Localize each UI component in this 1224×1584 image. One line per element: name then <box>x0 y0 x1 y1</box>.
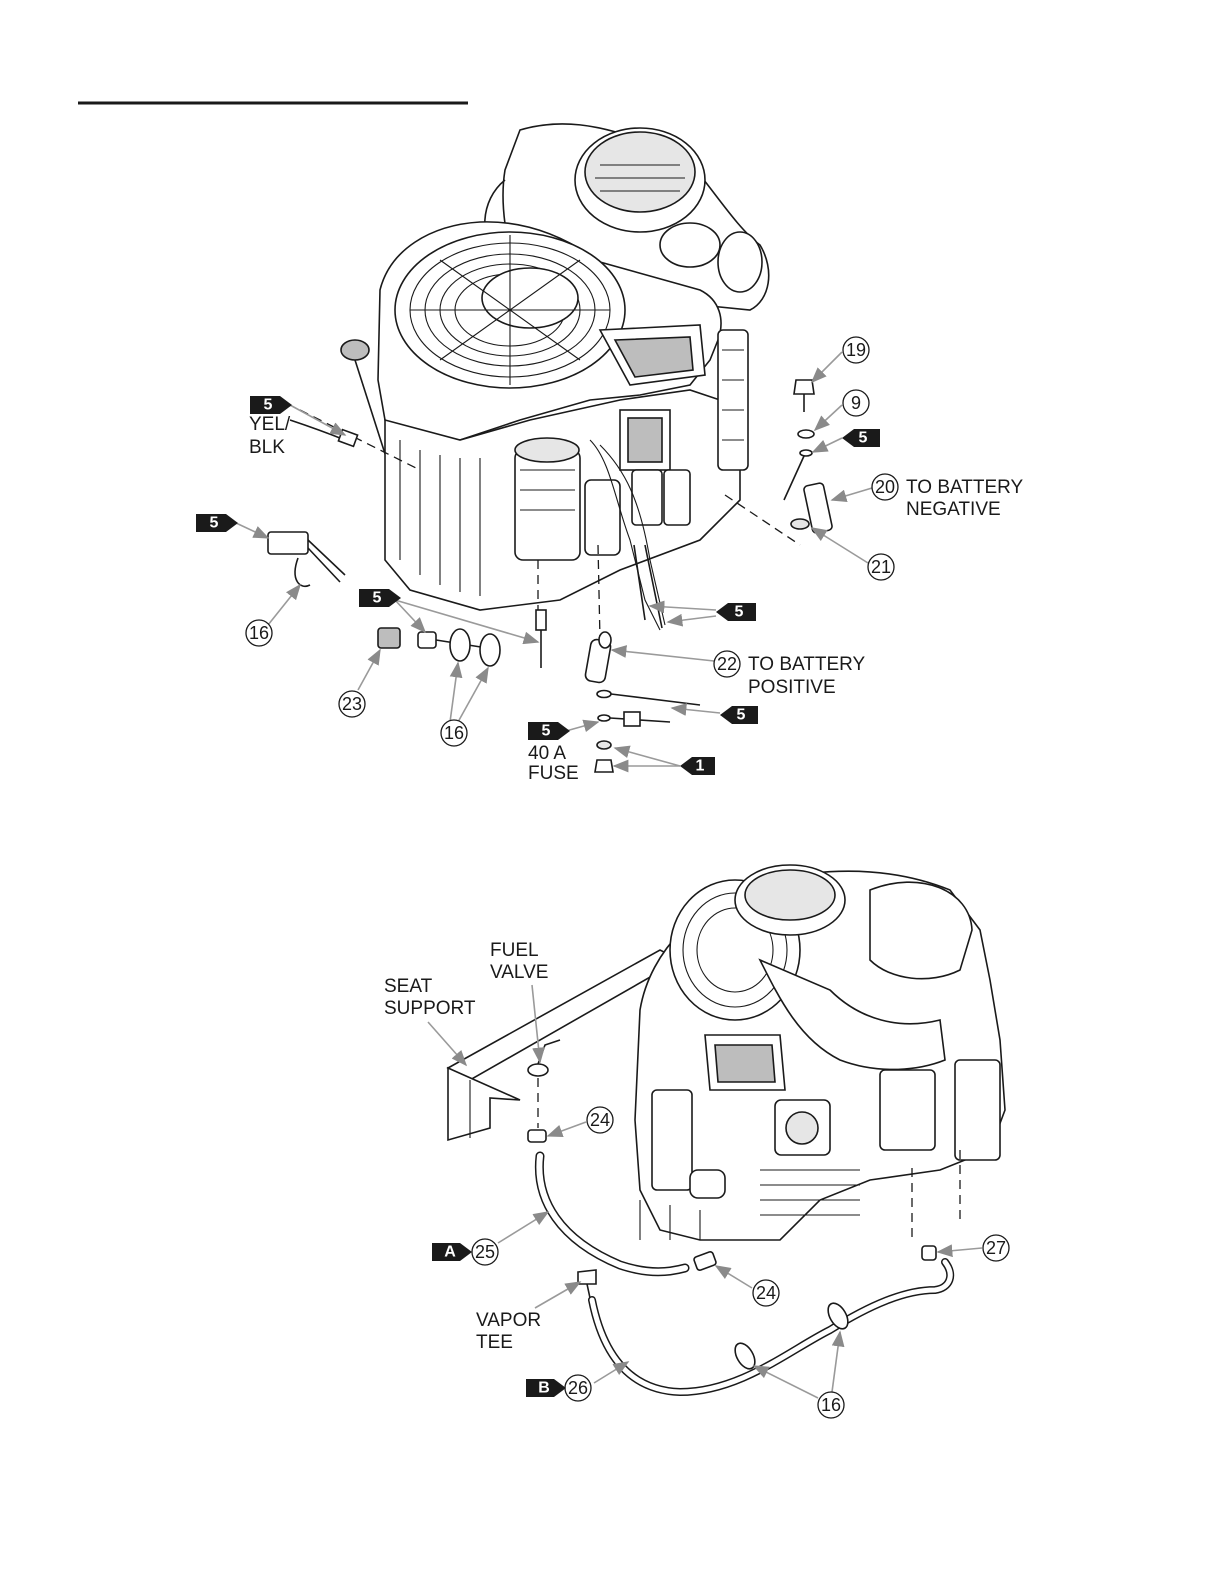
engine-top-illustration <box>300 124 800 640</box>
svg-text:16: 16 <box>249 623 269 643</box>
tag-5-left: 5 <box>196 514 238 532</box>
callout-24-bottom: 24 <box>753 1280 779 1306</box>
label-battery-negative-1: TO BATTERY <box>906 477 1024 498</box>
svg-text:5: 5 <box>210 515 219 532</box>
callout-23: 23 <box>339 691 365 717</box>
svg-text:27: 27 <box>986 1238 1006 1258</box>
callout-24-top: 24 <box>587 1107 613 1133</box>
callout-16-center: 16 <box>441 720 467 746</box>
label-seat-support-2: SUPPORT <box>384 998 476 1019</box>
svg-text:5: 5 <box>737 707 746 724</box>
tag-5-wires: 5 <box>716 603 756 621</box>
callout-19: 19 <box>843 337 869 363</box>
label-fuel-valve-1: FUEL <box>490 940 539 961</box>
callout-20: 20 <box>872 474 898 500</box>
svg-text:16: 16 <box>821 1395 841 1415</box>
callout-25: 25 <box>472 1239 498 1265</box>
tag-5-yel-blk: 5 <box>250 396 292 414</box>
tag-A: A <box>432 1243 472 1261</box>
svg-text:5: 5 <box>735 604 744 621</box>
label-vapor-tee-1: VAPOR <box>476 1310 541 1331</box>
tag-B: B <box>526 1379 566 1397</box>
label-vapor-tee-2: TEE <box>476 1332 513 1353</box>
callout-22: 22 <box>714 651 740 677</box>
label-battery-positive-1: TO BATTERY <box>748 654 866 675</box>
callout-27: 27 <box>983 1235 1009 1261</box>
svg-text:9: 9 <box>851 393 861 413</box>
svg-text:21: 21 <box>871 557 891 577</box>
svg-text:B: B <box>538 1380 550 1397</box>
svg-text:1: 1 <box>696 758 705 775</box>
label-battery-negative-2: NEGATIVE <box>906 499 1001 520</box>
svg-text:23: 23 <box>342 694 362 714</box>
label-seat-support-1: SEAT <box>384 976 433 997</box>
svg-text:5: 5 <box>373 590 382 607</box>
svg-text:19: 19 <box>846 340 866 360</box>
callout-21: 21 <box>868 554 894 580</box>
svg-text:24: 24 <box>756 1283 776 1303</box>
callout-16-left: 16 <box>246 620 272 646</box>
tag-5-center: 5 <box>359 589 401 607</box>
svg-text:22: 22 <box>717 654 737 674</box>
callout-26: 26 <box>565 1375 591 1401</box>
svg-text:24: 24 <box>590 1110 610 1130</box>
callout-9: 9 <box>843 390 869 416</box>
tag-1: 1 <box>680 757 715 775</box>
label-fuse-1: 40 A <box>528 743 566 764</box>
engine-bottom-illustration <box>448 865 1005 1240</box>
svg-text:5: 5 <box>264 397 273 414</box>
svg-text:25: 25 <box>475 1242 495 1262</box>
svg-text:26: 26 <box>568 1378 588 1398</box>
svg-text:16: 16 <box>444 723 464 743</box>
label-fuel-valve-2: VALVE <box>490 962 548 983</box>
label-yel-blk-1: YEL/ <box>249 414 291 435</box>
callout-16-bottom: 16 <box>818 1392 844 1418</box>
tag-5-cable: 5 <box>720 706 758 724</box>
svg-text:20: 20 <box>875 477 895 497</box>
label-yel-blk-2: BLK <box>249 437 285 458</box>
svg-text:5: 5 <box>542 723 551 740</box>
label-battery-positive-2: POSITIVE <box>748 677 836 698</box>
svg-text:A: A <box>444 1244 456 1261</box>
svg-text:5: 5 <box>859 430 868 447</box>
label-fuse-2: FUSE <box>528 763 579 784</box>
tag-5-right: 5 <box>842 429 880 447</box>
tag-5-fuse: 5 <box>528 722 570 740</box>
